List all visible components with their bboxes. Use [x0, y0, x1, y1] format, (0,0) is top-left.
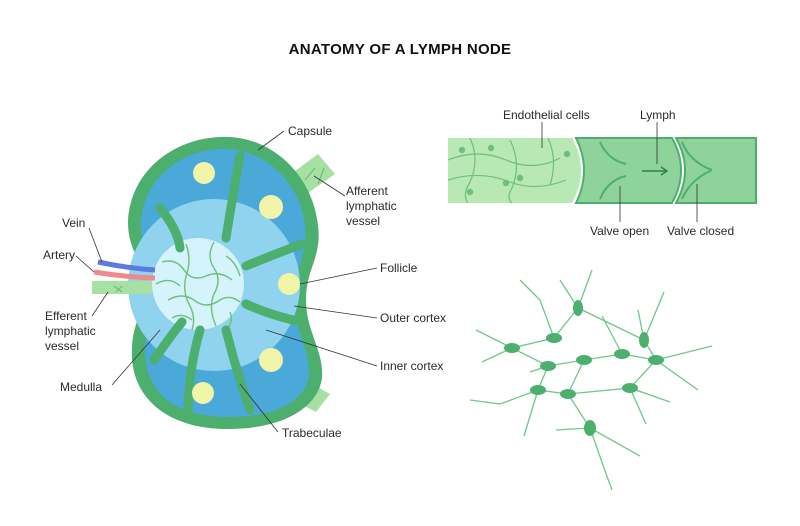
- dendritic-cell-bodies: [504, 300, 664, 436]
- artery: [93, 269, 156, 281]
- lymph-flow-arrow-icon: [642, 166, 669, 176]
- label-afferent-line3: vessel: [346, 214, 380, 228]
- vessel-valve-section-1: [574, 137, 682, 204]
- vein: [97, 259, 156, 273]
- vessel-leader-lines: [541, 122, 698, 222]
- label-efferent-line2: lymphatic: [45, 324, 96, 338]
- dendritic-cell: [573, 300, 583, 316]
- dendritic-cell: [540, 361, 556, 371]
- label-endothelial-cells: Endothelial cells: [503, 108, 590, 122]
- valve-open: [599, 141, 627, 165]
- label-medulla: Medulla: [60, 380, 102, 394]
- dendritic-cell: [560, 389, 576, 399]
- label-trabeculae: Trabeculae: [282, 426, 342, 440]
- dendritic-cell: [648, 355, 664, 365]
- vessel-valve-section-2: [674, 137, 757, 204]
- dendritic-cell: [614, 349, 630, 359]
- label-valve-open: Valve open: [590, 224, 649, 238]
- dendritic-cell: [639, 332, 649, 348]
- dendritic-cell: [504, 343, 520, 353]
- dendritic-cell: [622, 383, 638, 393]
- efferent-vessel: [92, 281, 152, 294]
- follicle: [193, 162, 215, 184]
- label-vein: Vein: [62, 216, 85, 230]
- lymphatic-vessel: [447, 137, 757, 204]
- dendritic-cell: [546, 333, 562, 343]
- leader-lines: [75, 130, 378, 433]
- trabeculae-septa: [149, 151, 307, 419]
- label-follicle: Follicle: [380, 261, 418, 275]
- dendritic-cell-network: [469, 269, 713, 491]
- label-valve-closed: Valve closed: [667, 224, 734, 238]
- follicle: [192, 382, 214, 404]
- medulla: [152, 238, 244, 330]
- page-title: ANATOMY OF A LYMPH NODE: [289, 41, 512, 58]
- label-outer-cortex: Outer cortex: [380, 311, 446, 325]
- follicle: [259, 348, 283, 372]
- dendritic-cell: [530, 385, 546, 395]
- medullary-cords: [155, 241, 241, 331]
- follicle: [278, 273, 300, 295]
- label-efferent-line1: Efferent: [45, 309, 87, 323]
- label-artery: Artery: [43, 248, 75, 262]
- lymph-node: [92, 136, 335, 430]
- label-afferent-line1: Afferent: [346, 184, 388, 198]
- dendritic-cell: [584, 420, 596, 436]
- label-lymph: Lymph: [640, 108, 676, 122]
- endothelial-cells: [447, 137, 567, 204]
- dendritic-cell: [576, 355, 592, 365]
- label-capsule: Capsule: [288, 124, 332, 138]
- label-inner-cortex: Inner cortex: [380, 359, 443, 373]
- cell-nuclei: [458, 144, 571, 196]
- valve-closed: [681, 141, 713, 171]
- label-efferent-line3: vessel: [45, 339, 79, 353]
- label-afferent-line2: lymphatic: [346, 199, 397, 213]
- follicle: [259, 195, 283, 219]
